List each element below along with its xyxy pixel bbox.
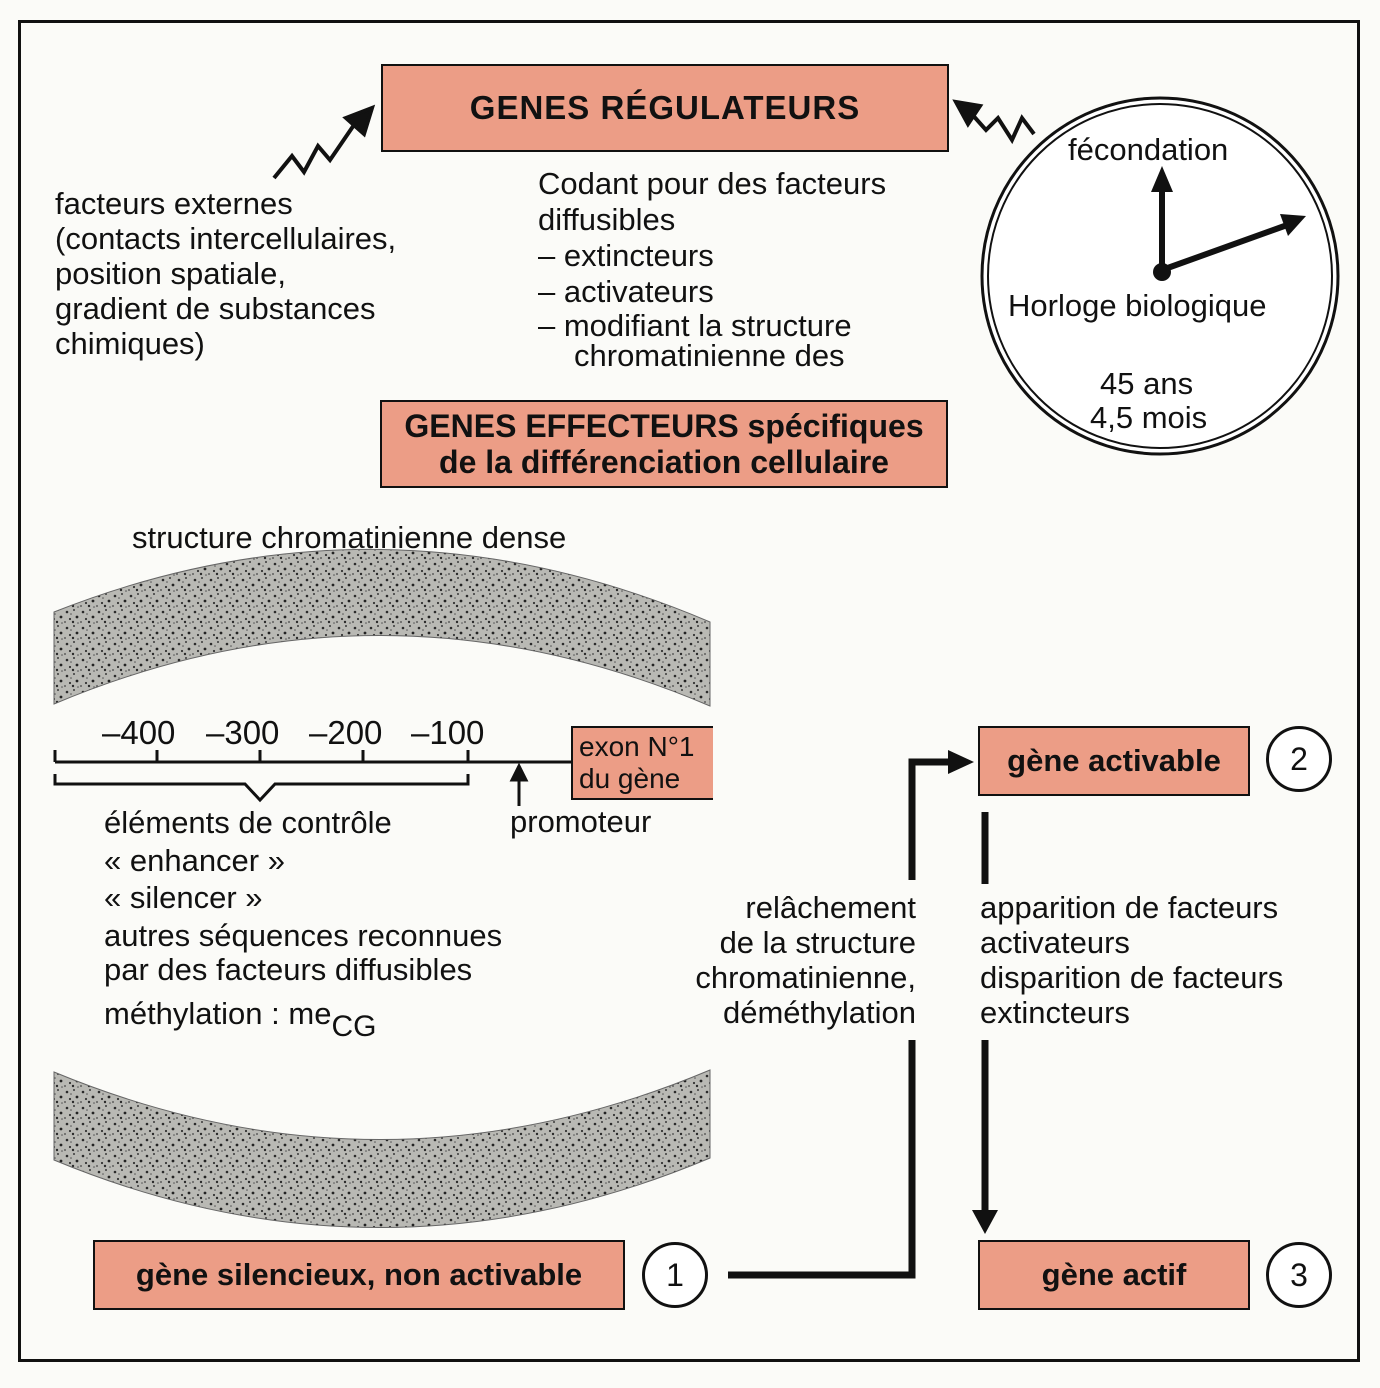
relaxation-line: relâchement bbox=[745, 890, 916, 925]
tick-label: –200 bbox=[309, 714, 383, 751]
methylation-label: méthylation : meCG bbox=[104, 996, 376, 1044]
relaxation-line: de la structure bbox=[719, 925, 916, 960]
active-gene-box: gène actif bbox=[978, 1240, 1250, 1310]
relaxation-line: déméthylation bbox=[722, 995, 916, 1030]
control-elements-text: éléments de contrôle « enhancer » « sile… bbox=[104, 804, 502, 986]
activable-gene-label: gène activable bbox=[1007, 743, 1221, 778]
factors-change-text: apparition de facteurs activateurs dispa… bbox=[980, 890, 1283, 1030]
factors-line: extincteurs bbox=[980, 995, 1130, 1030]
exon-line2: du gène bbox=[579, 763, 681, 794]
factors-line: disparition de facteurs bbox=[980, 960, 1284, 995]
exon-box: exon N°1 du gène bbox=[571, 726, 713, 800]
exon-line1: exon N°1 bbox=[579, 731, 695, 762]
external-factors-line: chimiques) bbox=[55, 326, 205, 361]
step-1-circle: 1 bbox=[642, 1242, 708, 1308]
step-3-circle: 3 bbox=[1266, 1242, 1332, 1308]
factors-line: activateurs bbox=[980, 925, 1130, 960]
tick-label: –300 bbox=[206, 714, 280, 751]
coding-item: – modifiant la structure bbox=[538, 308, 852, 343]
clock-face bbox=[980, 96, 1340, 456]
flow-connectors bbox=[728, 758, 989, 1279]
tick-label: –100 bbox=[411, 714, 485, 751]
methylation-prefix: méthylation : me bbox=[104, 996, 332, 1031]
activable-gene-box: gène activable bbox=[978, 726, 1250, 796]
tick-label: –400 bbox=[102, 714, 176, 751]
coding-factors-text: Codant pour des facteurs diffusibles – e… bbox=[538, 166, 887, 373]
chromatin-band-top bbox=[53, 548, 711, 707]
relaxation-text: relâchement de la structure chromatinien… bbox=[650, 890, 916, 1030]
silent-gene-box: gène silencieux, non activable bbox=[93, 1240, 625, 1310]
chromatin-band-bottom bbox=[53, 1069, 711, 1228]
control-line: « enhancer » bbox=[104, 842, 285, 878]
arrowhead-to-active bbox=[972, 1210, 998, 1234]
control-line: « silencer » bbox=[104, 880, 263, 915]
external-factors-text: facteurs externes (contacts intercellula… bbox=[55, 186, 396, 361]
control-line: autres séquences reconnues bbox=[104, 917, 503, 953]
active-gene-label: gène actif bbox=[1041, 1257, 1187, 1292]
dna-ruler bbox=[53, 750, 572, 806]
effector-genes-line1: GENES EFFECTEURS spécifiques bbox=[404, 408, 924, 444]
coding-line: Codant pour des facteurs bbox=[538, 166, 887, 201]
step-2-number: 2 bbox=[1290, 740, 1308, 777]
step-3-number: 3 bbox=[1290, 1256, 1308, 1293]
zigzag-arrow-right bbox=[952, 99, 1036, 145]
clock-center-label: Horloge biologique bbox=[1008, 288, 1267, 323]
arrowhead-to-activable bbox=[948, 750, 974, 774]
external-factors-line: (contacts intercellulaires, bbox=[55, 221, 397, 256]
regulator-genes-title: GENES RÉGULATEURS bbox=[469, 89, 861, 126]
external-factors-line: position spatiale, bbox=[55, 256, 286, 291]
control-line: éléments de contrôle bbox=[104, 805, 392, 840]
step-1-number: 1 bbox=[666, 1256, 684, 1293]
external-factors-line: gradient de substances bbox=[55, 291, 376, 326]
methylation-subscript: CG bbox=[331, 1010, 377, 1043]
silent-gene-label: gène silencieux, non activable bbox=[135, 1257, 583, 1292]
clock-top-label: fécondation bbox=[1068, 132, 1229, 167]
zigzag-arrow-left bbox=[272, 104, 376, 180]
effector-genes-box: GENES EFFECTEURS spécifiques de la diffé… bbox=[380, 400, 948, 488]
coding-item: – activateurs bbox=[538, 274, 714, 309]
promoter-label: promoteur bbox=[510, 804, 652, 839]
coding-item: – extincteurs bbox=[538, 238, 714, 273]
diagram-frame bbox=[18, 20, 1360, 1362]
factors-line: apparition de facteurs bbox=[980, 890, 1279, 925]
clock-age-line1: 45 ans bbox=[1100, 366, 1194, 401]
external-factors-line: facteurs externes bbox=[55, 186, 293, 221]
coding-line: diffusibles bbox=[538, 202, 676, 237]
coding-item: chromatinienne des bbox=[574, 338, 845, 373]
clock-age-line2: 4,5 mois bbox=[1090, 400, 1208, 435]
dense-chromatin-label: structure chromatinienne dense bbox=[132, 520, 567, 555]
effector-genes-line2: de la différenciation cellulaire bbox=[439, 444, 889, 480]
step-2-circle: 2 bbox=[1266, 726, 1332, 792]
relaxation-line: chromatinienne, bbox=[695, 960, 916, 995]
regulator-genes-box: GENES RÉGULATEURS bbox=[381, 64, 949, 152]
control-line: par des facteurs diffusibles bbox=[104, 952, 473, 987]
